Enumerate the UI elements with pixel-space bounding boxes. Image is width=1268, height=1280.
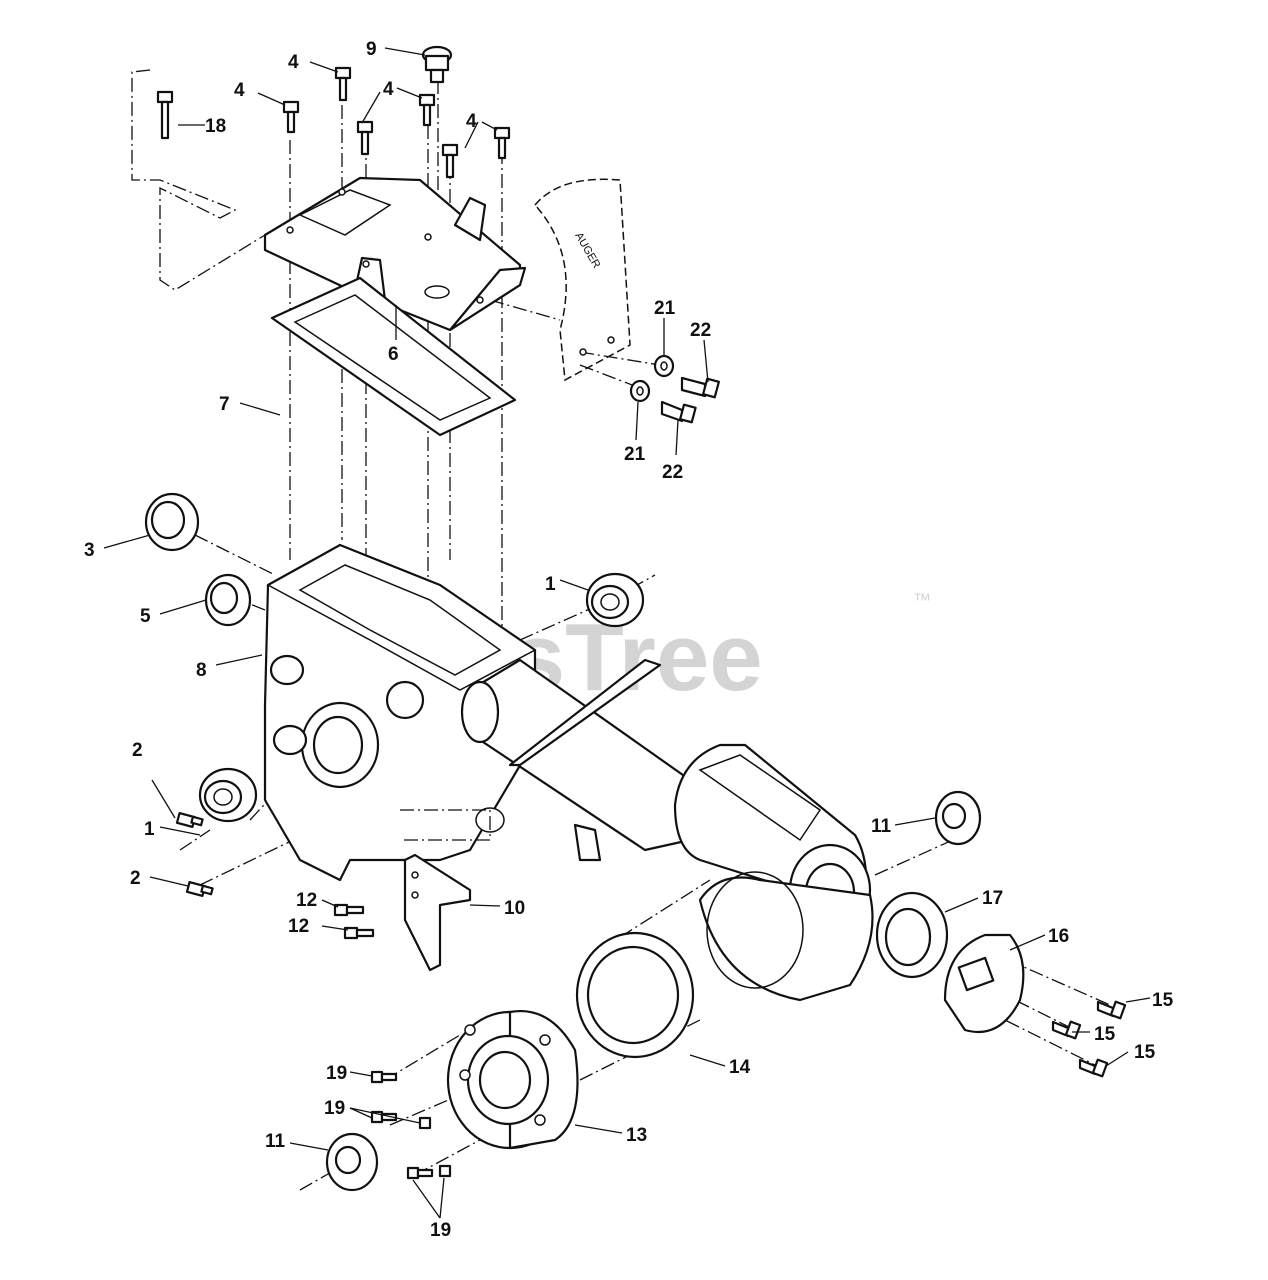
callout-2: 2 <box>130 868 141 889</box>
callout-16: 16 <box>1048 926 1069 947</box>
callout-14: 14 <box>729 1057 751 1078</box>
callout-17: 17 <box>982 888 1003 909</box>
callout-4: 4 <box>288 52 299 73</box>
callout-4: 4 <box>466 111 477 132</box>
seal-5 <box>204 573 252 627</box>
callout-19: 19 <box>324 1098 345 1119</box>
callout-9: 9 <box>366 39 377 60</box>
watermark-tm: ™ <box>913 590 931 610</box>
shield-plate: AUGER <box>534 178 631 382</box>
callout-3: 3 <box>84 540 95 561</box>
washers-21 <box>629 354 675 403</box>
callout-12: 12 <box>288 916 309 937</box>
axle-tube <box>460 658 692 862</box>
callout-2: 2 <box>132 740 143 761</box>
callout-5: 5 <box>140 606 151 627</box>
screws-4 <box>282 66 511 179</box>
end-cap-16 <box>943 933 1025 1034</box>
callout-11: 11 <box>871 816 892 837</box>
bearing-1-lower <box>198 767 258 823</box>
callout-1: 1 <box>545 574 556 595</box>
gasket-14 <box>575 931 695 1059</box>
callout-12: 12 <box>296 890 317 911</box>
callout-4: 4 <box>234 80 245 101</box>
bolts-22 <box>660 376 720 424</box>
callout-11: 11 <box>265 1131 286 1152</box>
callout-1: 1 <box>144 819 155 840</box>
callout-22: 22 <box>690 320 711 341</box>
bearing-1-upper <box>585 572 645 628</box>
callout-21: 21 <box>654 298 676 319</box>
callout-7: 7 <box>219 394 230 415</box>
leader-lines <box>103 47 1151 1219</box>
callout-6: 6 <box>388 344 399 365</box>
callout-8: 8 <box>196 660 207 681</box>
callout-19: 19 <box>430 1220 451 1241</box>
end-housing-13 <box>446 1010 579 1150</box>
callout-15: 15 <box>1094 1024 1116 1045</box>
bolt-18 <box>131 69 266 291</box>
screws-15 <box>1051 1000 1127 1078</box>
seal-11-upper <box>934 790 982 846</box>
bracket-10 <box>400 809 491 972</box>
seal-11-lower <box>325 1132 379 1192</box>
gasket-7 <box>270 276 517 437</box>
gasket-17 <box>875 891 949 979</box>
screws-12 <box>333 903 375 940</box>
yoke-housing <box>698 871 874 1002</box>
callout-18: 18 <box>205 116 226 137</box>
seal-3 <box>144 492 200 552</box>
svg-text:AUGER: AUGER <box>572 231 602 271</box>
callout-13: 13 <box>626 1125 647 1146</box>
callout-19: 19 <box>326 1063 347 1084</box>
callout-10: 10 <box>504 898 525 919</box>
gear-housing-8 <box>263 543 537 882</box>
breather-cap-9 <box>421 45 453 84</box>
callout-4: 4 <box>383 79 394 100</box>
plugs-2 <box>175 811 214 898</box>
callout-22: 22 <box>662 462 683 483</box>
callout-15: 15 <box>1152 990 1174 1011</box>
callout-15: 15 <box>1134 1042 1156 1063</box>
cover-plate-6 <box>263 176 527 332</box>
callout-21: 21 <box>624 444 646 465</box>
callout-labels: 18 4 4 4 4 9 6 7 3 5 8 1 2 1 2 21 22 21 … <box>84 39 1174 1241</box>
